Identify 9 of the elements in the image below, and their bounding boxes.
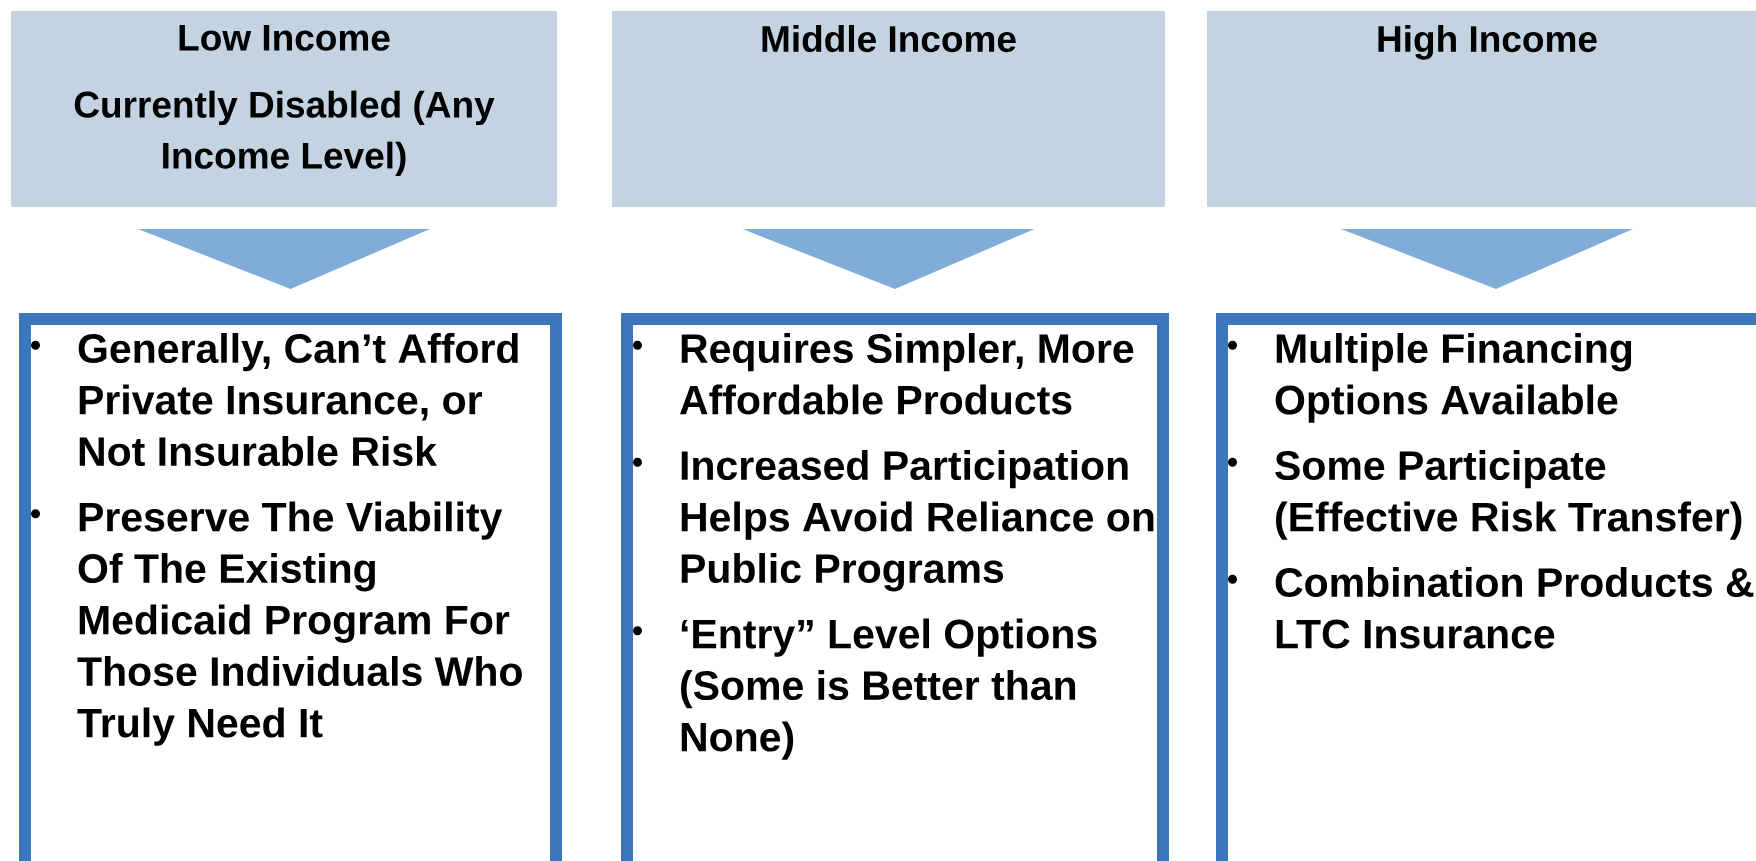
- category-header-box: Middle Income: [612, 11, 1165, 207]
- chevron-arrow: [1341, 229, 1633, 289]
- chevron-arrow: [138, 229, 430, 289]
- bullet-list-box: Multiple Financing Options Available Some Participate (Effective Risk Transfer) Combination Products & LTC Insurance: [1216, 313, 1756, 861]
- chevron-arrow: [742, 229, 1035, 289]
- bullet-list-box: Generally, Can’t Afford Private Insurance, or Not Insurable Risk Preserve The Viability Of The Existing Medicaid Program For Those Individuals Who Truly Need It: [19, 313, 562, 861]
- category-header-box: Low Income Currently Disabled (Any Income Level): [11, 11, 557, 207]
- bullet-list-box: Requires Simpler, More Affordable Products Increased Participation Helps Avoid Reliance on Public Programs ‘Entry” Level Options (Some is Better than None): [621, 313, 1169, 861]
- category-header-box: High Income: [1207, 11, 1756, 207]
